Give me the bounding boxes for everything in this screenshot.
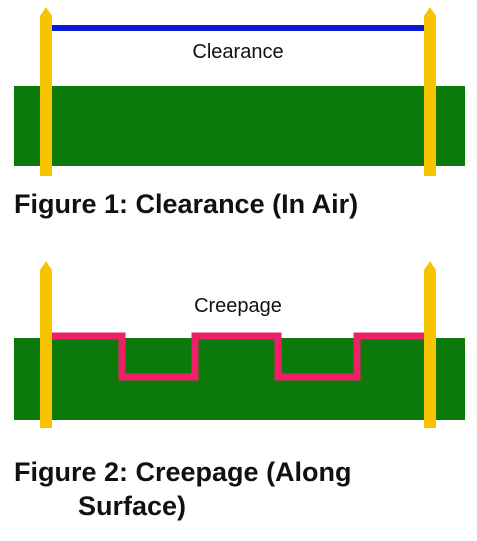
pin-right-2 xyxy=(424,261,436,428)
figure-2-caption-line-2: Surface) xyxy=(78,491,187,521)
figure-1-caption: Figure 1: Clearance (In Air) xyxy=(14,189,359,219)
pin-left-2 xyxy=(40,261,52,428)
pcb-board-2 xyxy=(14,338,465,420)
pin-right-1 xyxy=(424,7,436,176)
pcb-board-1 xyxy=(14,86,465,166)
figure-1-clearance: Clearance xyxy=(14,7,465,176)
clearance-label: Clearance xyxy=(192,41,283,63)
creepage-label: Creepage xyxy=(194,295,282,317)
figure-2-creepage: Creepage xyxy=(14,261,465,428)
pin-left-1 xyxy=(40,7,52,176)
creepage-line xyxy=(46,332,430,381)
figure-2-caption-line-1: Figure 2: Creepage (Along xyxy=(14,457,352,487)
